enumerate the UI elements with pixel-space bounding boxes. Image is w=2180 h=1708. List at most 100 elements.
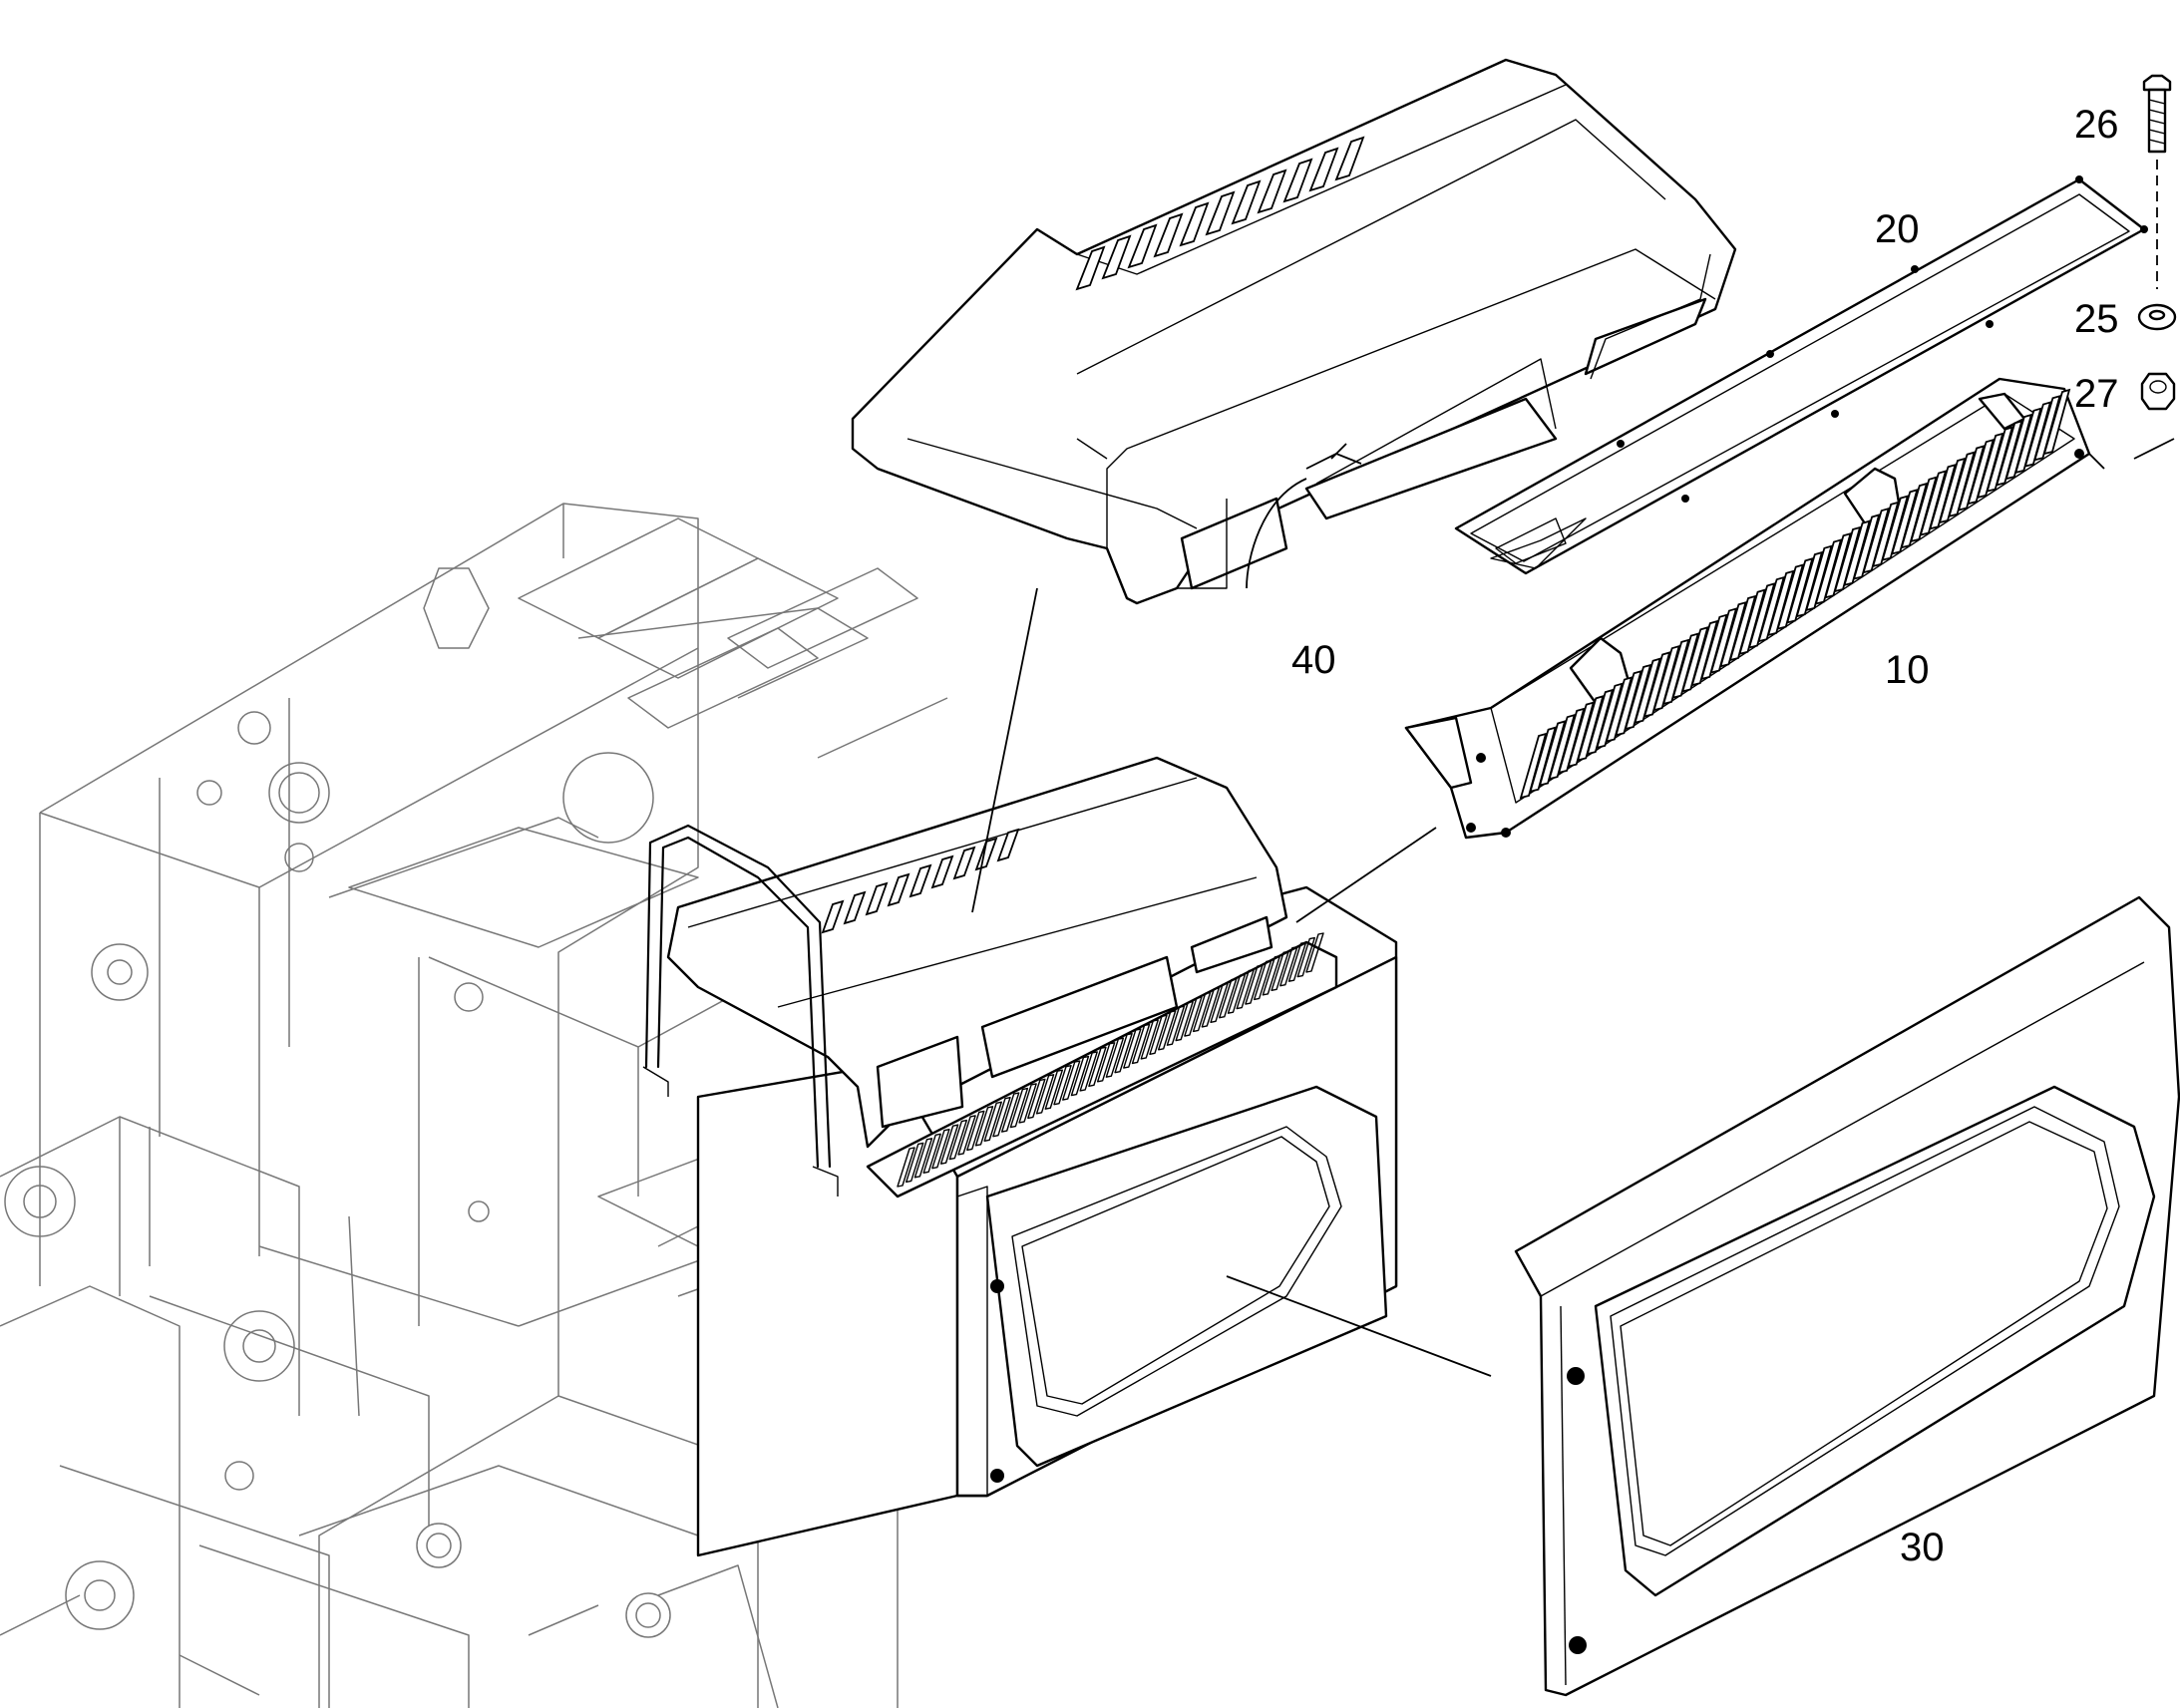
grille-slot xyxy=(1576,695,1605,762)
assembled-grille-slot xyxy=(1140,1019,1159,1060)
grille-slot xyxy=(2014,407,2042,475)
assembled-grille-slot xyxy=(906,1142,924,1184)
assembled-grille-slot xyxy=(966,1110,985,1152)
grille-slot xyxy=(1586,688,1615,756)
assembled-grille-slot xyxy=(1262,955,1281,996)
assembled-grille-slots xyxy=(897,932,1324,1188)
grille-slot xyxy=(1652,644,1680,712)
assembled-grille-slot xyxy=(1245,964,1264,1005)
assembled-grille-slot xyxy=(1009,1087,1029,1129)
callout-25: 25 xyxy=(2074,297,2119,341)
assembled-grille-slot xyxy=(1305,932,1324,973)
assembled-grille-slot xyxy=(897,1147,915,1188)
cover-vent xyxy=(1075,245,1106,291)
grille-slot xyxy=(1538,720,1567,787)
grille-slot xyxy=(1862,507,1890,574)
cover-vent xyxy=(1334,136,1365,181)
assembled-grille-slot xyxy=(1096,1042,1116,1083)
grille-slot xyxy=(1557,707,1586,775)
assembled-grille-slot xyxy=(992,1096,1011,1138)
assembled-grille-slot xyxy=(1131,1023,1151,1065)
cover-vent xyxy=(1153,212,1184,258)
grille-slot xyxy=(1757,575,1785,643)
part-10-grille xyxy=(1404,377,2175,840)
part-26-screw xyxy=(2142,74,2172,154)
grille-slot xyxy=(1929,463,1957,530)
assembled-cover-vent xyxy=(930,854,954,889)
grille-slots xyxy=(1519,388,2071,800)
assembled-grille-slot xyxy=(1105,1037,1125,1078)
part-30-side-panel xyxy=(1514,895,2180,1697)
assembled-grille-slot xyxy=(922,1133,941,1174)
grille-slot xyxy=(1805,544,1833,612)
grille-slot xyxy=(1615,669,1642,737)
assembled-grille-slot xyxy=(1296,936,1315,978)
assembled-grille-slot xyxy=(1271,950,1289,991)
grille-slot xyxy=(1890,489,1919,555)
assembled-grille-slot xyxy=(957,1115,976,1156)
grille-slot xyxy=(1738,588,1766,655)
callout-10: 10 xyxy=(1885,648,1930,692)
grille-slot xyxy=(1900,482,1929,549)
part-20-gasket-frame xyxy=(1454,175,2148,575)
grille-slot xyxy=(1642,651,1671,718)
grille-slot xyxy=(1967,438,1995,506)
cover-vent xyxy=(1282,158,1313,203)
assembled-grille-slot xyxy=(1166,1005,1186,1046)
assembled-grille-slot xyxy=(1227,973,1247,1014)
part-40-top-cover xyxy=(851,58,1737,605)
grille-slot xyxy=(1634,657,1661,724)
grille-slot xyxy=(1529,726,1557,793)
assembled-grille-slot xyxy=(1018,1083,1037,1124)
assembled-cover-vent xyxy=(996,828,1020,862)
assembled-grille-slot xyxy=(974,1106,994,1147)
assembled-grille-slot xyxy=(1158,1010,1177,1051)
assembled-grille-slot xyxy=(983,1101,1002,1142)
grille-slot xyxy=(1661,638,1690,706)
grille-slot xyxy=(1814,538,1843,605)
grille-slot xyxy=(2042,388,2071,456)
grille-slot xyxy=(1995,420,2023,487)
assembled-grille-slot xyxy=(1219,978,1238,1019)
grille-slot xyxy=(1785,557,1814,624)
assembled-cover-vent xyxy=(821,899,845,934)
assembled-cover-vent xyxy=(974,837,998,871)
assembled-grille-slot xyxy=(1210,982,1229,1024)
assembled-grille-slot xyxy=(1287,941,1307,982)
assembled-grille-slot xyxy=(931,1129,950,1170)
grille-slot xyxy=(1548,713,1576,781)
grille-slot xyxy=(1719,600,1747,668)
grille-slot xyxy=(1948,451,1976,517)
grille-slot xyxy=(1690,619,1719,687)
grille-slot xyxy=(1605,676,1634,743)
grille-slot xyxy=(1833,525,1862,593)
grille-slot xyxy=(1852,513,1881,580)
callout-26: 26 xyxy=(2074,103,2119,147)
assembled-grille-slot xyxy=(1062,1060,1081,1101)
grille-slot xyxy=(1766,569,1795,637)
assembled-grille-slot xyxy=(1114,1032,1133,1074)
assembled-grille-slot xyxy=(939,1124,959,1165)
assembled-cover-vent xyxy=(887,872,910,907)
callout-30: 30 xyxy=(1900,1526,1945,1569)
assembled-grille-slot xyxy=(1053,1064,1072,1106)
assembled-grille-slot xyxy=(1149,1014,1168,1056)
grille-slot xyxy=(1843,519,1871,586)
assembled-grille-slot xyxy=(1088,1046,1107,1088)
assembled-grille-slot xyxy=(1035,1074,1055,1115)
assembled-grille-slot xyxy=(1279,946,1298,987)
grille-slot xyxy=(1776,563,1805,630)
assembled-grille-slot xyxy=(1192,991,1212,1033)
leader-lines xyxy=(971,443,1492,1377)
grille-slot xyxy=(1919,470,1948,536)
part-25-washer xyxy=(2137,303,2177,331)
assembled-cover-vent xyxy=(952,846,976,880)
grille-slot xyxy=(1747,582,1776,649)
assembled-grille-slot xyxy=(1000,1092,1020,1133)
assembled-grille-slot xyxy=(1236,968,1255,1010)
grille-slot xyxy=(1671,632,1700,699)
grille-slot xyxy=(1910,476,1938,543)
assembled-cover-vent xyxy=(843,890,867,925)
